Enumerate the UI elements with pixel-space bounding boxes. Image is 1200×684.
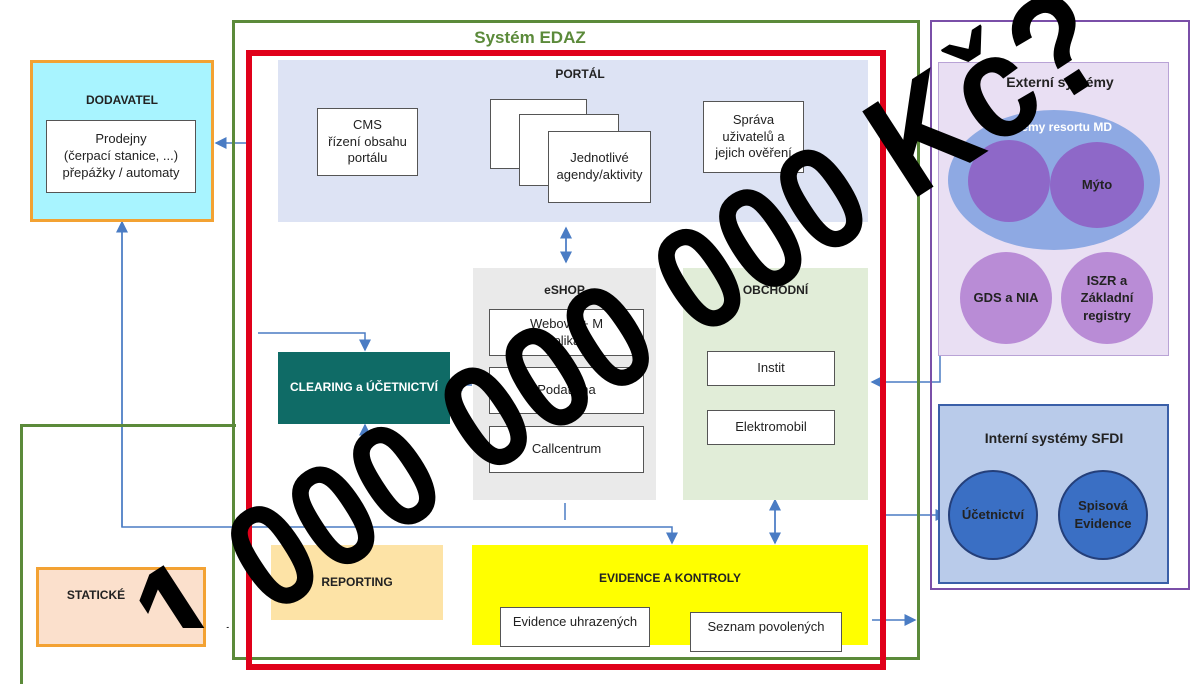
reporting-panel[interactable]: REPORTING [271,545,443,620]
system-title: Systém EDAZ [474,28,586,47]
myto-circle[interactable]: Mýto [1050,142,1144,228]
interni-title: Interní systémy SFDI [984,430,1124,446]
ucetnictvi-circle[interactable]: Účetnictví [948,470,1038,560]
obchodni-instituce[interactable]: Instit [707,351,835,386]
portal-sprava-uzivatelu[interactable]: Správa uživatelů a jejich ověření [703,101,804,173]
staticke-panel [36,567,206,647]
eshop-callcentrum[interactable]: Callcentrum [489,426,644,473]
portal-title: PORTÁL [555,67,605,81]
dodavatel-prodejny[interactable]: Prodejny (čerpací stanice, ...) přepážky… [46,120,196,193]
dodavatel-title: DODAVATEL [86,93,158,107]
portal-cms[interactable]: CMS řízení obsahu portálu [317,108,418,176]
evidence-seznam[interactable]: Seznam povolených [690,612,842,652]
resort-inner-circle [968,140,1050,222]
resort-title: Systémy resortu MD [995,120,1113,134]
obchodni-elektromobil[interactable]: Elektromobil [707,410,835,445]
externi-title: Externí systémy [1006,74,1114,90]
eshop-podatelna[interactable]: Podatelna [489,367,644,414]
externi-outer-border [930,20,1190,590]
evidence-uhrazenych[interactable]: Evidence uhrazených [500,607,650,647]
iszr-circle[interactable]: ISZR a Základní registry [1061,252,1153,344]
edaz-outer-border [20,424,236,684]
staticke-title: STATICKÉ [66,588,126,602]
evidence-title: EVIDENCE A KONTROLY [598,571,742,585]
portal-agendy[interactable]: Jednotlivé agendy/aktivity [548,131,651,203]
obchodni-title: OBCHODNÍ [742,283,809,297]
clearing-ucetnictvi[interactable]: CLEARING a ÚČETNICTVÍ [278,352,450,424]
connector-lines [116,137,948,626]
gds-nia-circle[interactable]: GDS a NIA [960,252,1052,344]
eshop-title: eSHOP [544,283,585,297]
eshop-web-app[interactable]: Webová + M aplikac [489,309,644,356]
spisova-evidence-circle[interactable]: Spisová Evidence [1058,470,1148,560]
